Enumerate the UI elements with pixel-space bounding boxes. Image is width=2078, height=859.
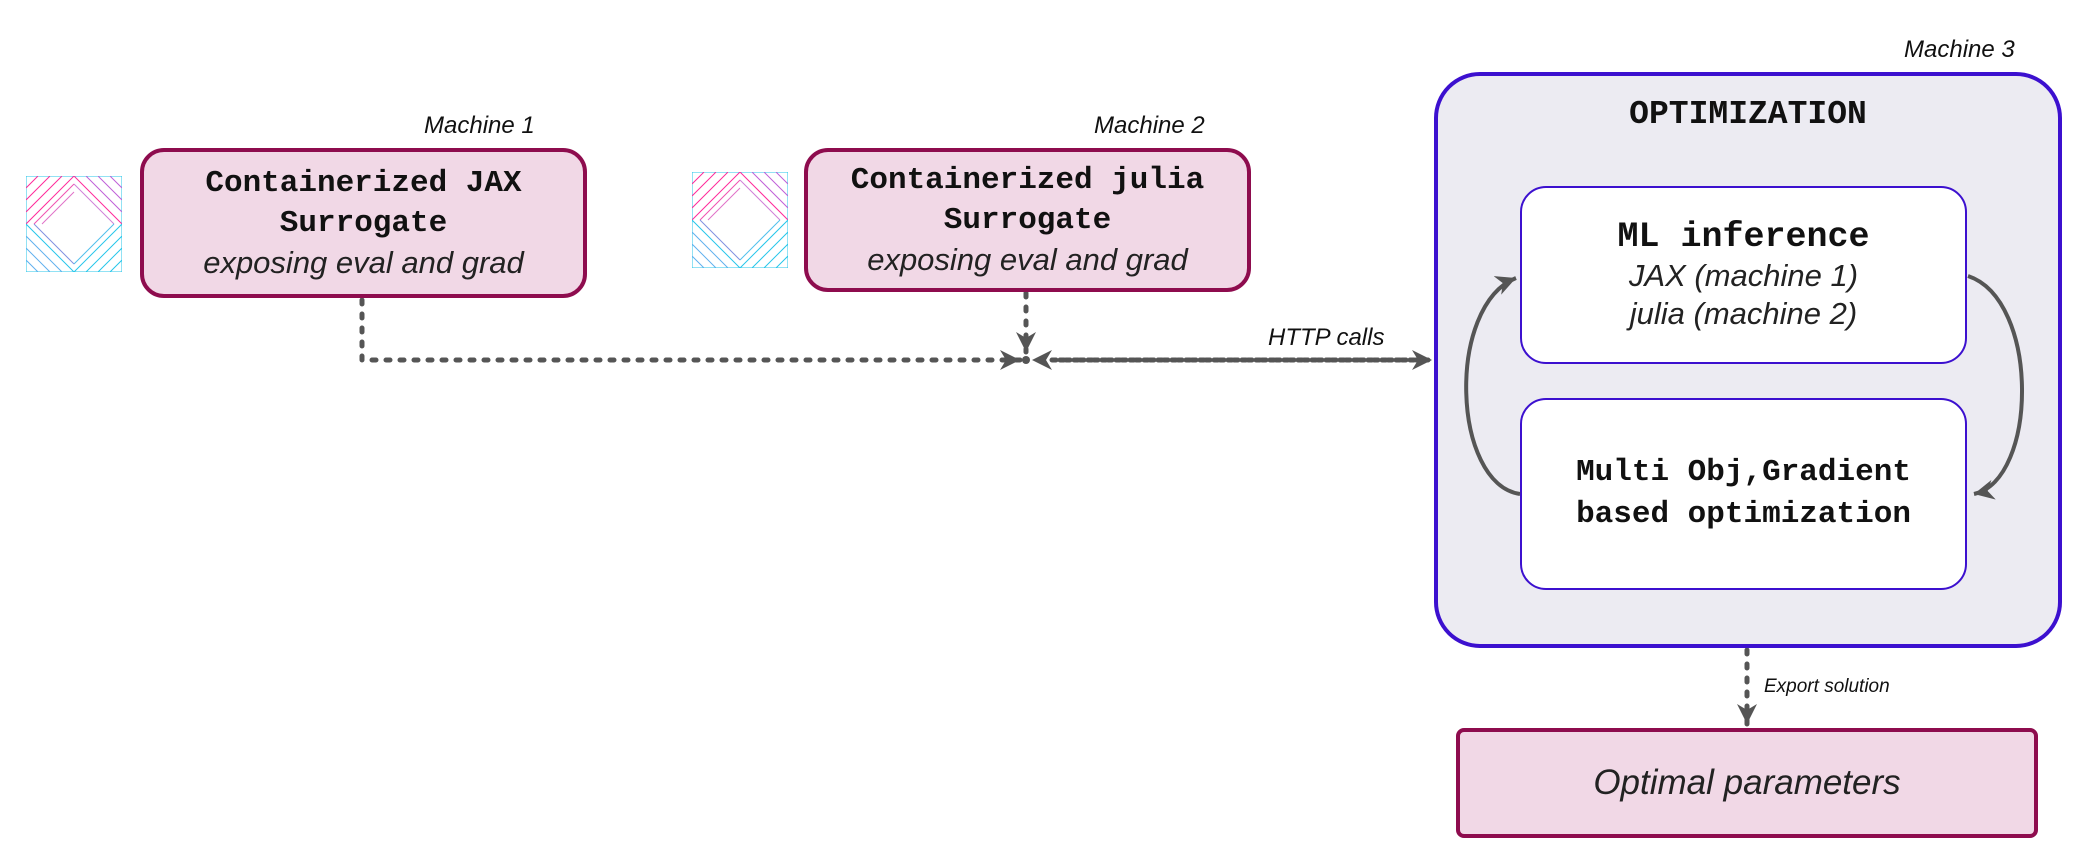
optimizer-box: Multi Obj,Gradient based optimization <box>1520 398 1967 590</box>
surrogate-subtitle: Surrogate <box>943 203 1112 238</box>
surrogate-description: exposing eval and grad <box>867 242 1188 277</box>
optimal-parameters-label: Optimal parameters <box>1593 763 1901 802</box>
ml-inference-julia: julia (machine 2) <box>1629 296 1858 331</box>
optimization-title: OPTIMIZATION <box>1629 96 1867 133</box>
export-solution-label: Export solution <box>1764 676 1890 697</box>
container-logo-icon <box>26 176 122 272</box>
loop-arrow-left <box>1464 276 1521 496</box>
ml-inference-title: ML inference <box>1617 217 1870 257</box>
optimizer-line-1: Multi Obj,Gradient <box>1576 455 1911 490</box>
loop-arrow-right <box>1967 274 2024 500</box>
julia-surrogate-box: Containerized julia Surrogate exposing e… <box>804 148 1251 292</box>
surrogate-description: exposing eval and grad <box>203 245 524 280</box>
optimizer-line-2: based optimization <box>1576 497 1911 532</box>
surrogate-title: Containerized julia <box>850 163 1205 198</box>
ml-inference-jax: JAX (machine 1) <box>1628 258 1859 293</box>
machine-3-label: Machine 3 <box>1904 36 2015 63</box>
surrogate-title: Containerized JAX <box>205 166 522 201</box>
jax-surrogate-box: Containerized JAX Surrogate exposing eva… <box>140 148 587 298</box>
surrogate-subtitle: Surrogate <box>279 206 448 241</box>
optimal-parameters-box: Optimal parameters <box>1456 728 2038 838</box>
junction-dot <box>1022 356 1030 364</box>
machine-1-label: Machine 1 <box>424 112 535 139</box>
http-calls-label: HTTP calls <box>1268 324 1385 351</box>
machine-2-label: Machine 2 <box>1094 112 1205 139</box>
ml-inference-box: ML inference JAX (machine 1) julia (mach… <box>1520 186 1967 364</box>
connector-jax-to-junction <box>359 297 1023 370</box>
container-logo-icon <box>692 172 788 268</box>
